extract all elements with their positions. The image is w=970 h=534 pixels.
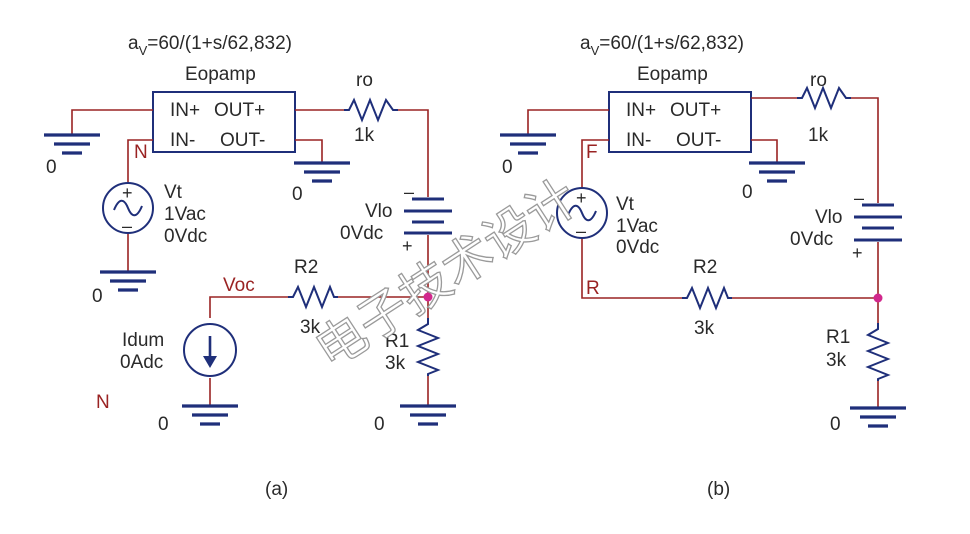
panel-b: aV=60/(1+s/62,832) Eopamp IN+ OUT+ IN- O… [500, 33, 906, 500]
junction-dot-a [423, 292, 433, 302]
ground-label-b2: 0 [742, 182, 753, 203]
caption-a: (a) [265, 479, 288, 500]
ac-source-vt-a: + – [102, 182, 154, 236]
ro-value-a: 1k [354, 125, 375, 146]
caption-b: (b) [707, 479, 730, 500]
vt-dc-a: 0Vdc [164, 226, 207, 247]
resistor-r1-b [865, 323, 891, 381]
ground-symbol-a2 [294, 161, 350, 183]
ground-symbol-a3 [100, 270, 156, 292]
r2-value-a: 3k [300, 317, 321, 338]
vt-plus-sign-a: + [122, 183, 133, 203]
ground-label-a4: 0 [158, 414, 169, 435]
ro-name-b: ro [810, 70, 827, 91]
ground-symbol-b1 [500, 133, 556, 155]
node-r-label-b: R [586, 278, 600, 299]
pin-out-plus-a: OUT+ [214, 100, 265, 121]
pin-in-plus-b: IN+ [626, 100, 656, 121]
r1-value-a: 3k [385, 353, 406, 374]
vlo-minus-sign-a: – [404, 182, 414, 202]
panel-a: aV=60/(1+s/62,832) Eopamp IN+ OUT+ IN- O… [44, 33, 456, 500]
resistor-ro-a [344, 97, 398, 123]
vt-minus-sign-a: – [122, 216, 132, 236]
ro-value-b: 1k [808, 125, 829, 146]
opamp-name-b: Eopamp [637, 64, 708, 85]
node-voc-label-a: Voc [223, 275, 255, 296]
ground-symbol-a1 [44, 133, 100, 155]
pin-in-plus-a: IN+ [170, 100, 200, 121]
pin-out-minus-a: OUT- [220, 130, 265, 151]
ground-label-a2: 0 [292, 184, 303, 205]
ground-label-a3: 0 [92, 286, 103, 307]
r2-name-b: R2 [693, 257, 717, 278]
junction-dot-b [873, 293, 883, 303]
battery-vlo-a [404, 197, 452, 235]
vlo-name-b: Vlo [815, 207, 842, 228]
gain-formula-b: aV=60/(1+s/62,832) [580, 33, 744, 58]
pin-in-minus-b: IN- [626, 130, 651, 151]
current-source-idum-a [183, 323, 237, 377]
opamp-block-b [608, 91, 752, 153]
vlo-plus-sign-b: + [852, 243, 863, 263]
node-f-label-b: F [586, 142, 598, 163]
vlo-minus-sign-b: – [854, 188, 864, 208]
opamp-name-a: Eopamp [185, 64, 256, 85]
watermark-text: 电子技术设计 [305, 168, 588, 380]
wires-a [71, 109, 429, 406]
ground-label-b3: 0 [830, 414, 841, 435]
vlo-plus-sign-a: + [402, 236, 413, 256]
pin-in-minus-a: IN- [170, 130, 195, 151]
vlo-value-a: 0Vdc [340, 223, 383, 244]
wires-b [527, 97, 879, 408]
ground-symbol-a5 [400, 404, 456, 426]
ground-label-b1: 0 [502, 157, 513, 178]
vt-ac-a: 1Vac [164, 204, 206, 225]
ground-symbol-a4 [182, 404, 238, 426]
pin-out-minus-b: OUT- [676, 130, 721, 151]
resistor-ro-b [797, 85, 851, 111]
ground-label-a5: 0 [374, 414, 385, 435]
ground-symbol-b3 [850, 406, 906, 428]
vt-name-a: Vt [164, 182, 183, 203]
ac-source-vt-b: + – [556, 187, 608, 241]
vt-plus-sign-b: + [576, 188, 587, 208]
node-n-label-a: N [134, 142, 148, 163]
resistor-r1-a [415, 318, 441, 376]
idum-name-a: Idum [122, 330, 164, 351]
ground-symbol-b2 [749, 161, 805, 183]
ro-name-a: ro [356, 70, 373, 91]
resistor-r2-a [288, 284, 338, 310]
vt-minus-sign-b: – [576, 221, 586, 241]
vlo-name-a: Vlo [365, 201, 392, 222]
r1-value-b: 3k [826, 350, 847, 371]
pin-out-plus-b: OUT+ [670, 100, 721, 121]
r1-name-a: R1 [385, 331, 409, 352]
idum-value-a: 0Adc [120, 352, 163, 373]
battery-vlo-b [854, 203, 902, 242]
resistor-r2-b [682, 285, 732, 311]
vt-ac-b: 1Vac [616, 216, 658, 237]
vt-dc-b: 0Vdc [616, 237, 659, 258]
opamp-block-a [152, 91, 296, 153]
vt-name-b: Vt [616, 194, 635, 215]
ground-label-a1: 0 [46, 157, 57, 178]
r2-name-a: R2 [294, 257, 318, 278]
gain-formula-a: aV=60/(1+s/62,832) [128, 33, 292, 58]
vlo-value-b: 0Vdc [790, 229, 833, 250]
r1-name-b: R1 [826, 327, 850, 348]
r2-value-b: 3k [694, 318, 715, 339]
node-n-bottom-label-a: N [96, 392, 110, 413]
